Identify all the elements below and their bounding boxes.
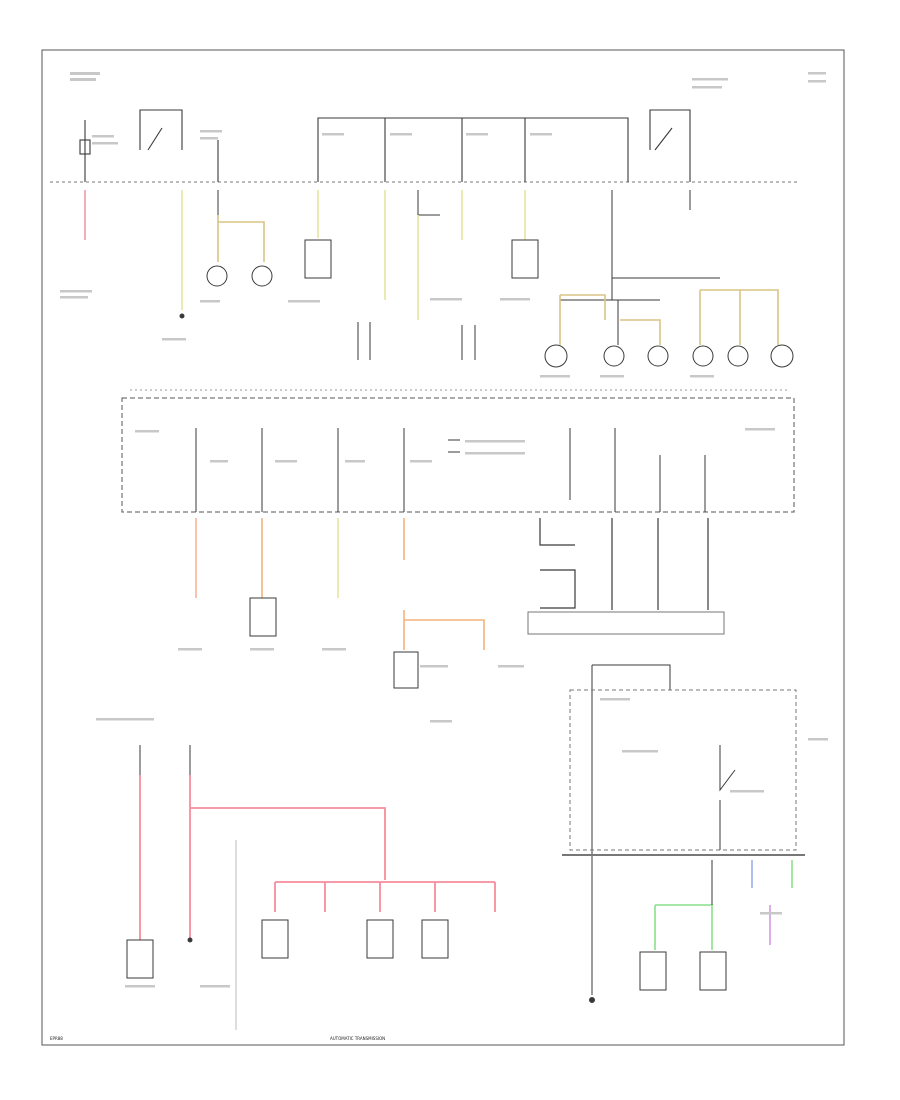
corner-code: EPR88 xyxy=(50,1036,63,1041)
top-branches xyxy=(84,190,691,320)
diagram-border xyxy=(41,49,845,1046)
lower-right-components xyxy=(639,951,727,991)
lamp-bulbs xyxy=(544,344,794,368)
module-outputs xyxy=(195,518,709,650)
fine-print-marks xyxy=(60,72,828,988)
lamp-cluster xyxy=(559,277,779,345)
top-components xyxy=(179,239,595,1003)
top-section xyxy=(50,109,800,183)
footer-label: AUTOMATIC TRANSMISSION xyxy=(330,1036,385,1041)
module-internals xyxy=(195,428,706,512)
lower-right xyxy=(562,664,805,995)
lower-left xyxy=(139,745,496,1030)
control-module-box xyxy=(121,397,795,513)
module-output-components xyxy=(249,597,725,689)
lower-right-colored xyxy=(654,860,793,950)
lower-left-components xyxy=(126,919,449,979)
mid-connectors xyxy=(130,322,790,391)
